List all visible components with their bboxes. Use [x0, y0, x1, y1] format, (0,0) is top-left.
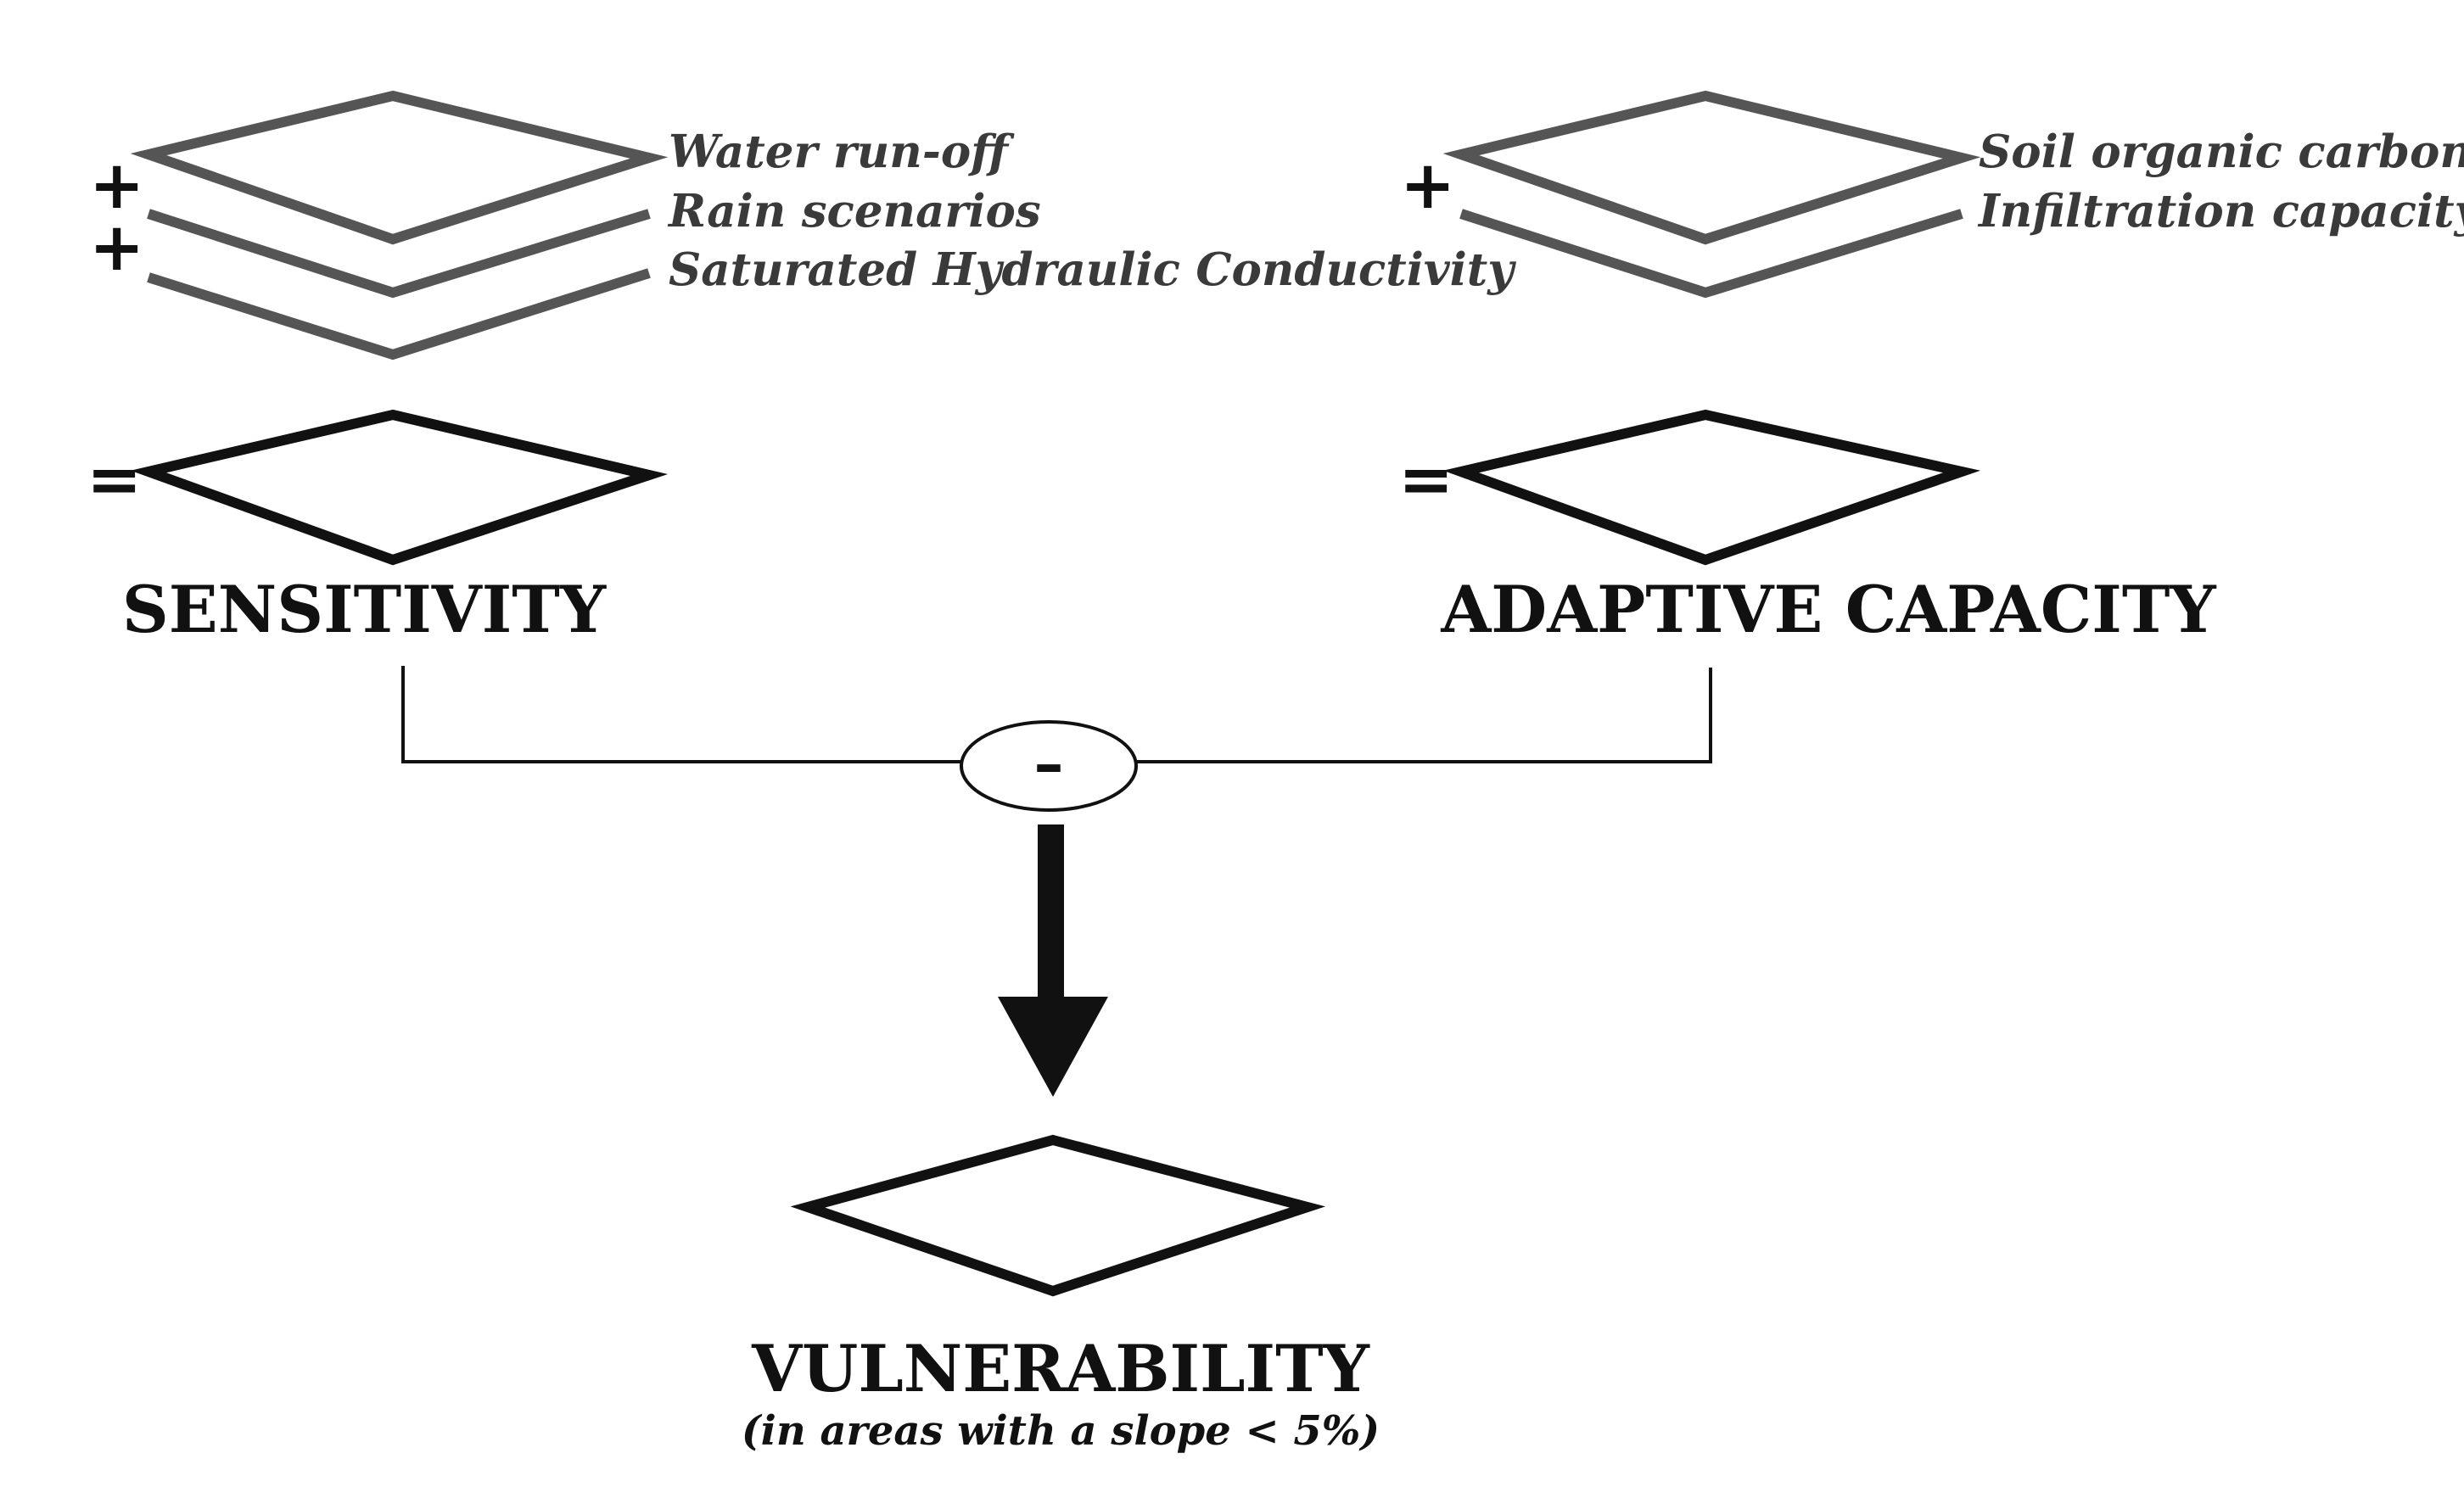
sensitivity-layer-label-3: Saturated Hydraulic Conductivity: [669, 243, 1516, 296]
adaptive-capacity-layer-label-2: Infiltration capacity: [1977, 185, 2464, 238]
sensitivity-connector-line: [401, 666, 961, 763]
vulnerability-result-diamond: [790, 1134, 1326, 1297]
adaptive-capacity-equals-sign: =: [1398, 442, 1453, 518]
adaptive-capacity-layer-label-1: Soil organic carbon: [1979, 126, 2464, 178]
sensitivity-layer-2: [147, 209, 651, 299]
sensitivity-layer-1: [130, 90, 669, 245]
vulnerability-label: VULNERABILITY: [751, 1331, 1370, 1406]
sensitivity-label: SENSITIVITY: [122, 572, 607, 647]
minus-operator-node: [960, 720, 1138, 812]
arrow-head: [998, 997, 1108, 1097]
vulnerability-note: (in areas with a slope < 5%): [742, 1407, 1380, 1455]
sensitivity-layer-label-2: Rain scenarios: [667, 185, 1041, 238]
sensitivity-layer-3: [147, 268, 651, 361]
adaptive-capacity-layer-2: [1459, 209, 1963, 299]
sensitivity-layer-label-1: Water run-off: [669, 126, 1015, 178]
adaptive-capacity-result-diamond: [1442, 409, 1981, 566]
adaptive-capacity-layer-1: [1442, 90, 1981, 245]
adaptive-capacity-layer-stack: [1442, 90, 1981, 299]
arrow-shaft: [1038, 824, 1064, 1003]
minus-operator-symbol: –: [1034, 729, 1064, 799]
sensitivity-equals-sign: =: [87, 442, 142, 518]
sensitivity-layer-stack: [130, 90, 669, 361]
adaptive-capacity-label: ADAPTIVE CAPACITY: [1440, 572, 2216, 647]
sensitivity-result-diamond: [130, 409, 669, 566]
adaptive-capacity-plus-sign: +: [1400, 148, 1455, 224]
sensitivity-plus-sign-1: +: [89, 148, 144, 224]
adaptive-capacity-connector-line: [1136, 668, 1712, 763]
sensitivity-plus-sign-2: +: [89, 210, 144, 286]
